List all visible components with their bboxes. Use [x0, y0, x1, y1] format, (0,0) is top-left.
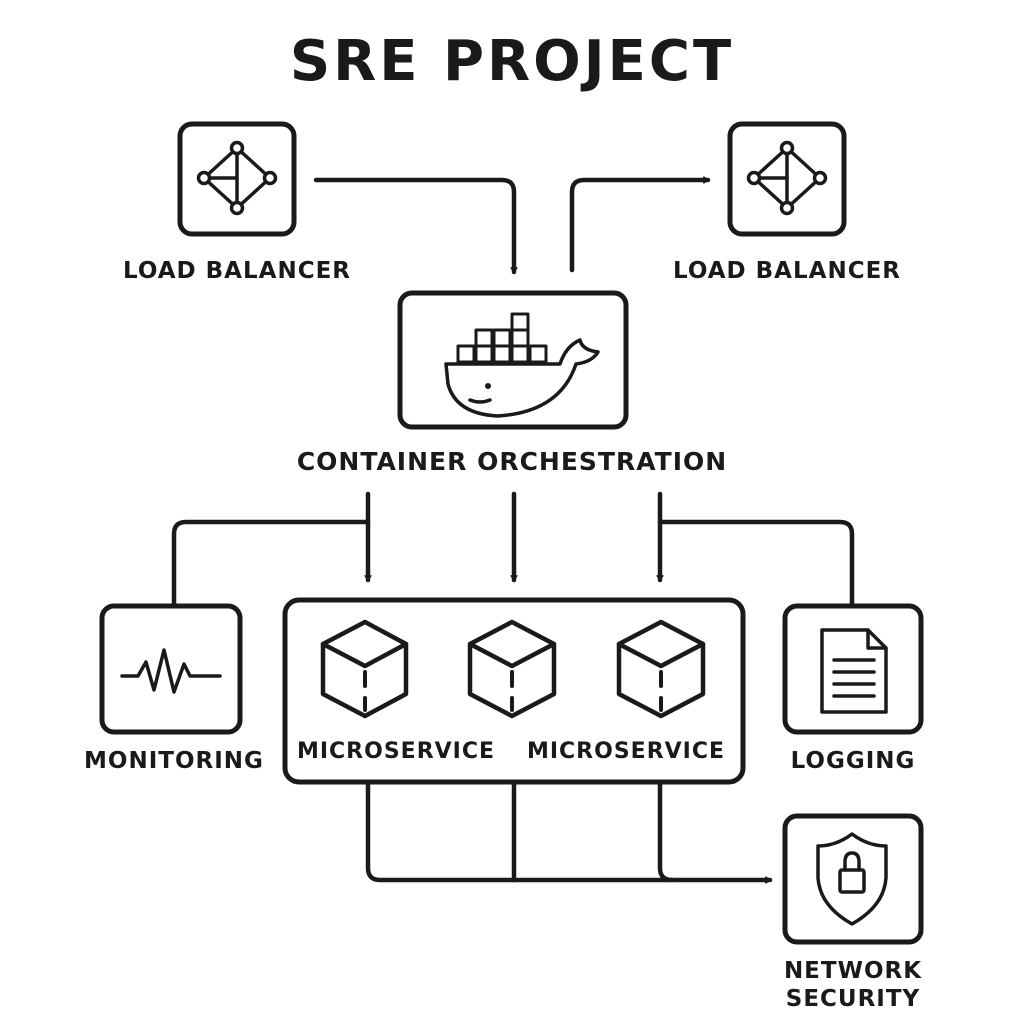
connectors: [171, 176, 855, 884]
monitoring-label: MONITORING: [84, 748, 264, 774]
line-microservice-3-down: [657, 779, 675, 883]
arrow-orchestration-to-lb-right: [569, 176, 711, 273]
network-security-node[interactable]: NETWORK SECURITY: [782, 813, 924, 1012]
cube-icon: [320, 619, 409, 719]
load-balancer-right-node[interactable]: LOAD BALANCER: [673, 121, 901, 284]
microservice-label-1: MICROSERVICE: [297, 739, 495, 764]
logging-label: LOGGING: [791, 748, 916, 774]
network-node-icon: [196, 140, 278, 216]
cube-icon: [467, 619, 557, 719]
microservice-label-2: MICROSERVICE: [527, 739, 725, 764]
cube-icon: [616, 619, 706, 719]
load-balancer-right-label: LOAD BALANCER: [673, 258, 901, 284]
line-to-logging: [657, 519, 855, 607]
docker-whale-icon: [444, 312, 600, 418]
network-security-label-line2: SECURITY: [786, 986, 920, 1012]
microservices-group[interactable]: MICROSERVICE MICROSERVICE: [282, 597, 746, 785]
diagram-title: SRE PROJECT: [290, 29, 734, 94]
heartbeat-icon: [120, 648, 222, 694]
document-icon: [820, 628, 888, 714]
network-node-icon: [746, 140, 828, 216]
arrow-lb-left-to-orchestration: [313, 177, 518, 275]
monitoring-node[interactable]: MONITORING: [84, 603, 264, 774]
line-microservice-1-down: [365, 779, 517, 883]
network-security-label-line1: NETWORK: [784, 958, 922, 984]
container-orchestration-label: CONTAINER ORCHESTRATION: [297, 447, 727, 476]
container-orchestration-node[interactable]: CONTAINER ORCHESTRATION: [297, 290, 727, 476]
monitoring-box: [99, 603, 243, 735]
line-to-monitoring: [171, 519, 371, 607]
logging-node[interactable]: LOGGING: [782, 603, 924, 774]
shield-lock-icon: [816, 832, 888, 926]
load-balancer-left-node[interactable]: LOAD BALANCER: [123, 121, 351, 284]
load-balancer-left-label: LOAD BALANCER: [123, 258, 351, 284]
